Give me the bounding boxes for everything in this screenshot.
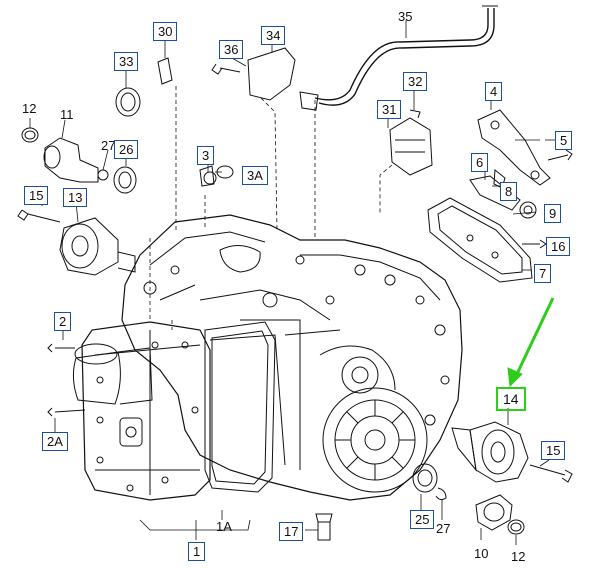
label-4: 4 [485, 82, 503, 101]
label-11: 11 [60, 107, 74, 122]
bracket-34 [211, 47, 296, 101]
label-27-left: 27 [101, 138, 116, 153]
leader-lines [29, 20, 556, 545]
bracket-4 [477, 109, 573, 186]
label-5: 5 [555, 131, 573, 150]
small-parts-right [47, 169, 547, 541]
label-15-left: 15 [24, 186, 49, 205]
label-2a: 2A [42, 432, 68, 451]
label-36: 36 [219, 40, 244, 59]
label-12-left: 12 [22, 101, 37, 116]
label-35: 35 [398, 9, 413, 24]
label-1: 1 [188, 542, 206, 561]
label-2: 2 [54, 312, 72, 331]
label-1a: 1A [216, 519, 232, 534]
label-16: 16 [546, 237, 571, 256]
label-3a: 3A [242, 166, 268, 185]
label-34: 34 [261, 26, 286, 45]
label-3: 3 [197, 146, 215, 165]
label-8: 8 [500, 182, 518, 201]
label-30: 30 [153, 22, 178, 41]
label-7: 7 [534, 264, 552, 283]
label-25: 25 [410, 510, 435, 529]
label-9: 9 [544, 204, 562, 223]
label-13: 13 [63, 188, 88, 207]
label-17: 17 [279, 522, 304, 541]
mechatronic-unit [72, 321, 211, 501]
label-27-right: 27 [436, 521, 451, 536]
breather-pipe-35 [299, 5, 498, 111]
label-15-right: 15 [541, 441, 566, 460]
label-31: 31 [377, 100, 402, 119]
label-33: 33 [114, 52, 139, 71]
label-26: 26 [114, 140, 139, 159]
label-6: 6 [471, 153, 489, 172]
transmission-housing [121, 214, 463, 501]
side-cover-7 [427, 197, 533, 283]
drive-flange-left [17, 127, 136, 276]
label-10-right: 10 [474, 546, 489, 561]
label-12-right: 12 [511, 549, 526, 564]
label-32: 32 [403, 72, 428, 91]
highlight-arrow [507, 297, 555, 388]
drive-flange-right [412, 421, 573, 535]
label-14-highlighted: 14 [496, 387, 526, 411]
sensor-31 [389, 109, 433, 176]
gasket-1a [204, 321, 276, 493]
